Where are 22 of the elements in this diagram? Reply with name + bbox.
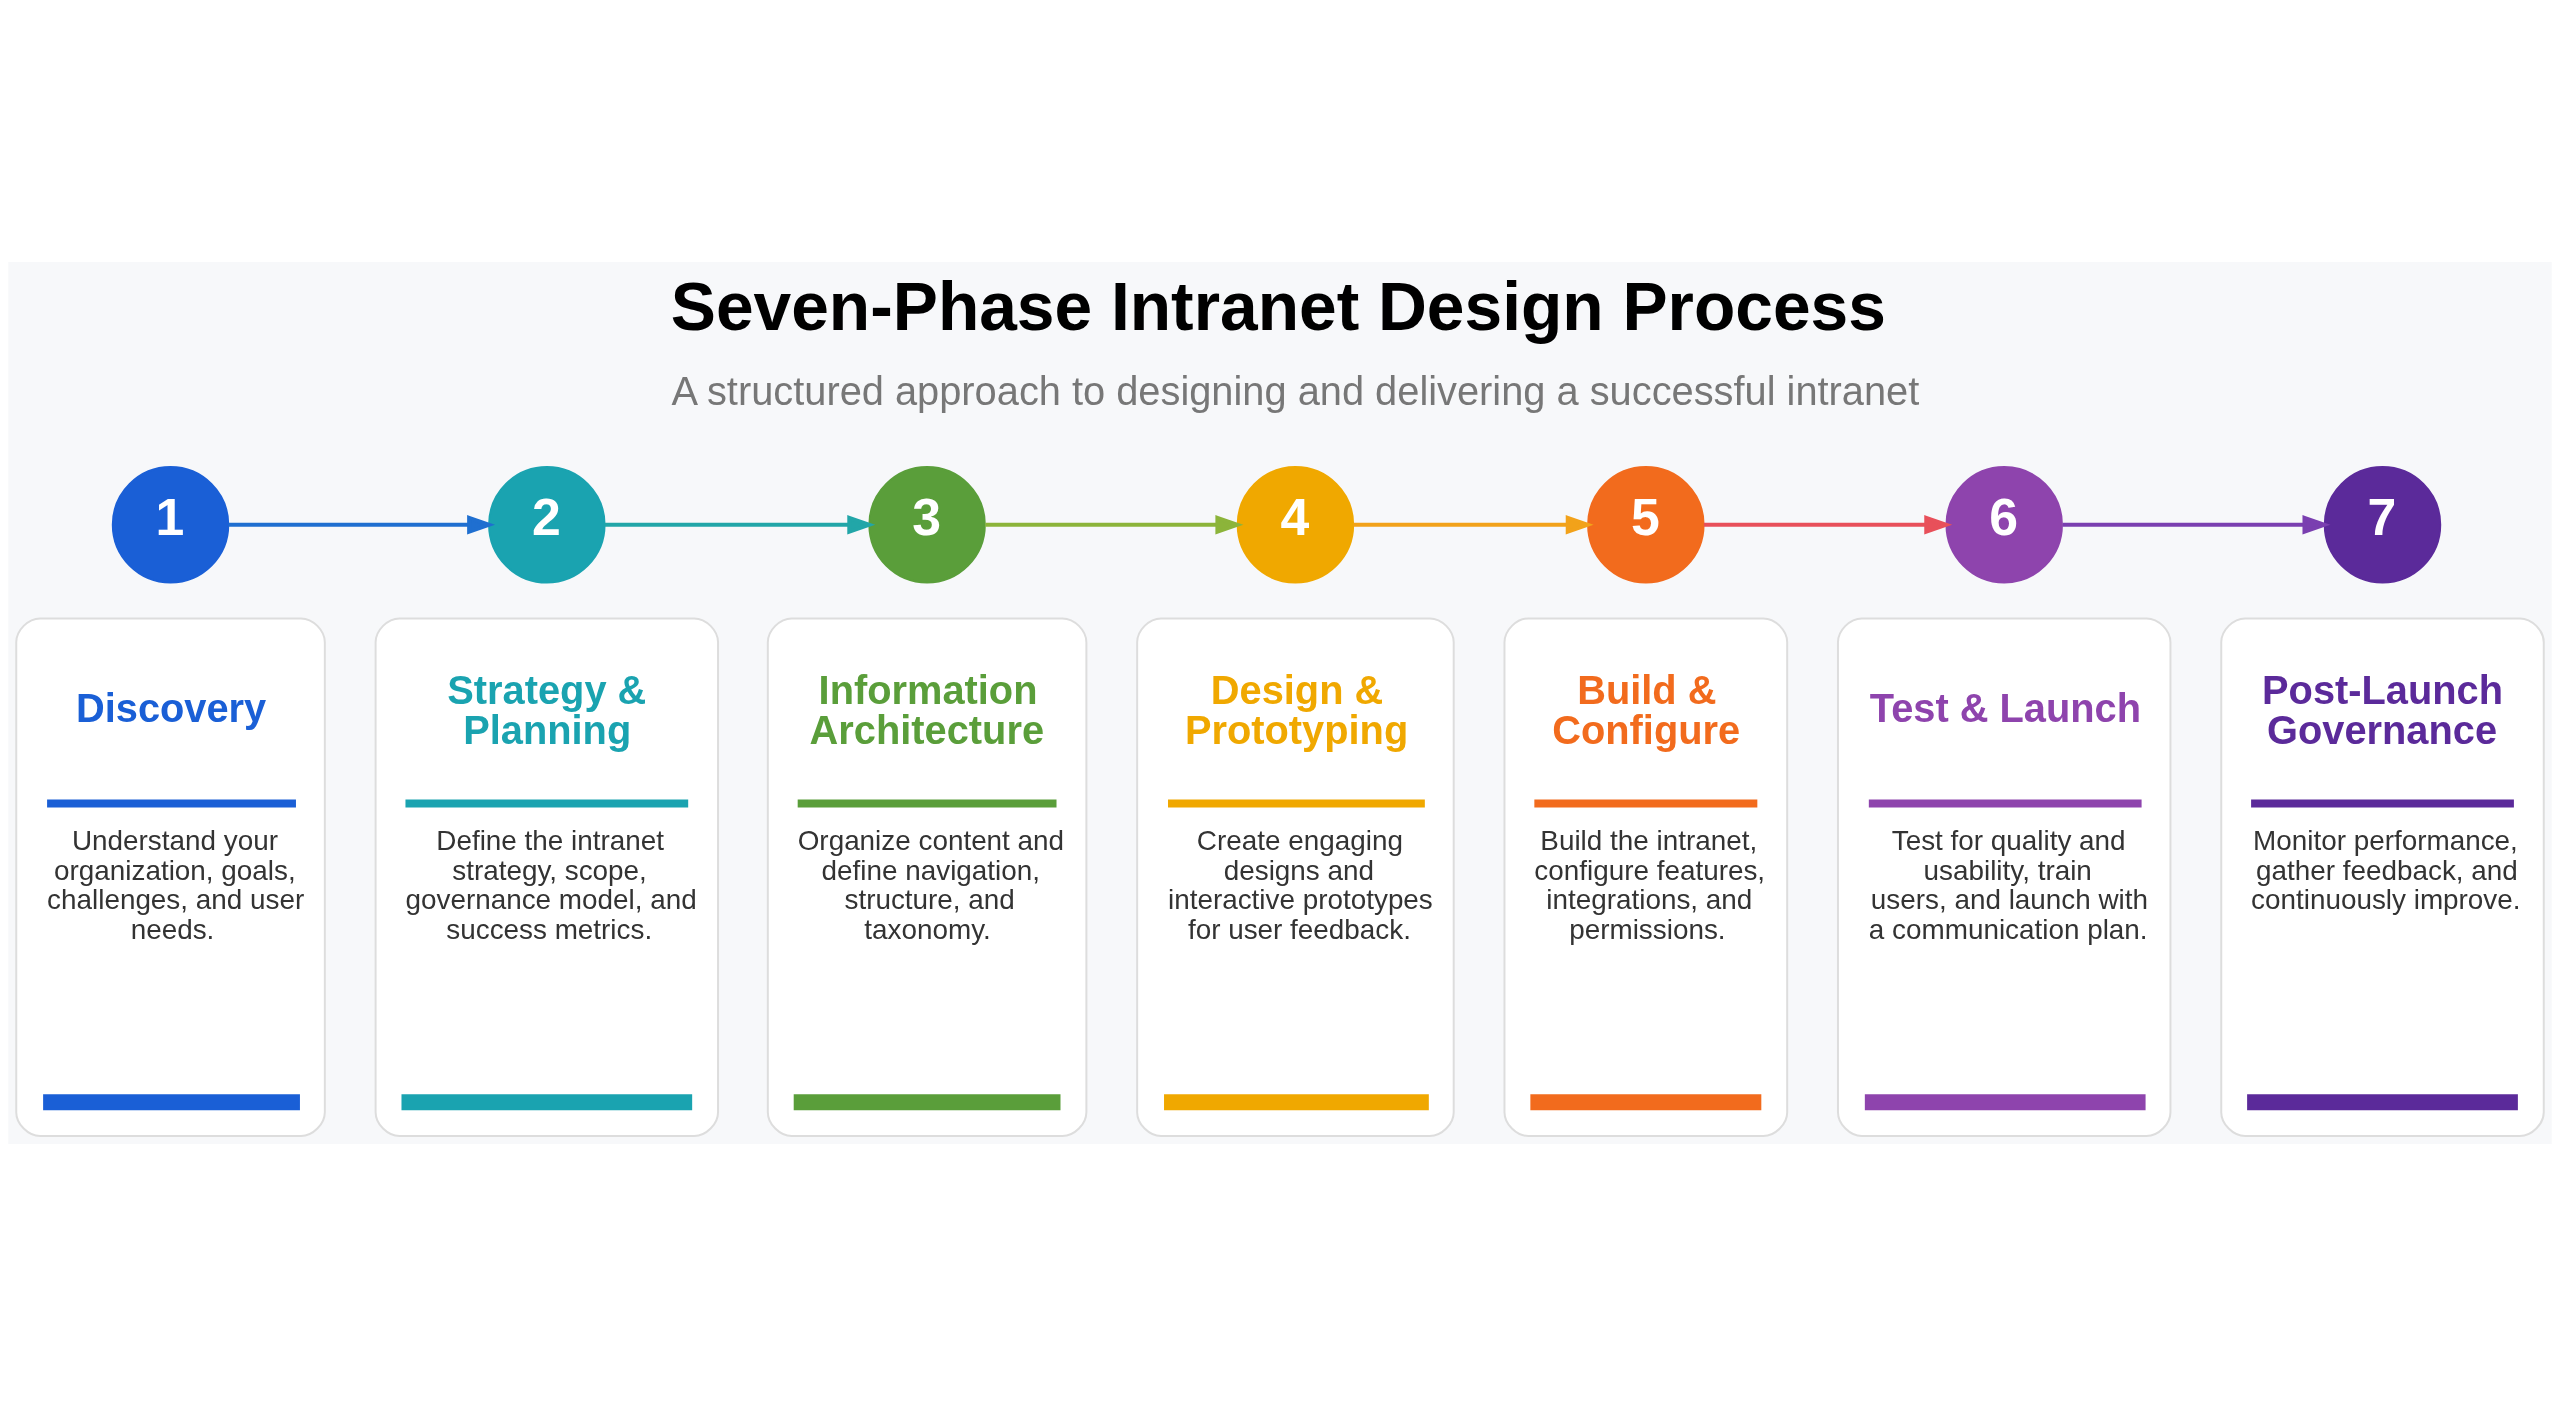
node-circle: 3 <box>868 466 986 584</box>
node-box: Build & Configure Build the intranet, configure features, integrations, and permissions. <box>1503 617 1789 1138</box>
arrow <box>228 515 496 535</box>
arrow <box>985 515 1244 535</box>
node-circle: 1 <box>111 466 230 584</box>
node-circle: 2 <box>488 466 606 584</box>
node-circle: 7 <box>2323 466 2442 584</box>
node-box: Post-Launch Governance Monitor performance, gather feedback, and continuously improve. <box>2220 617 2545 1138</box>
arrow <box>2062 515 2331 535</box>
arrow <box>1353 515 1594 535</box>
node-box: Information Architecture Organize content and define navigation, structure, and taxonomy. <box>766 617 1088 1138</box>
node-box: Design & Prototyping Create engaging designs and interactive prototypes for user feedback. <box>1136 617 1455 1138</box>
arrow <box>1703 515 1953 535</box>
node-circle: 4 <box>1236 466 1355 584</box>
arrow <box>604 515 876 535</box>
label: A structured approach to designing and delivering a successful intranet <box>671 369 1920 414</box>
node-circle: 6 <box>1945 466 2063 584</box>
node-box: Discovery Understand your organization, goals, challenges, and user needs. <box>15 617 326 1138</box>
node-box: Strategy & Planning Define the intranet strategy, scope, governance model, and success metrics. <box>374 617 720 1138</box>
node-box: Test & Launch Test for quality and usability, train users, and launch with a communication plan. <box>1836 617 2172 1138</box>
node-circle: 5 <box>1587 466 1705 584</box>
diagram-title: Seven-Phase Intranet Design Process <box>670 269 1886 345</box>
